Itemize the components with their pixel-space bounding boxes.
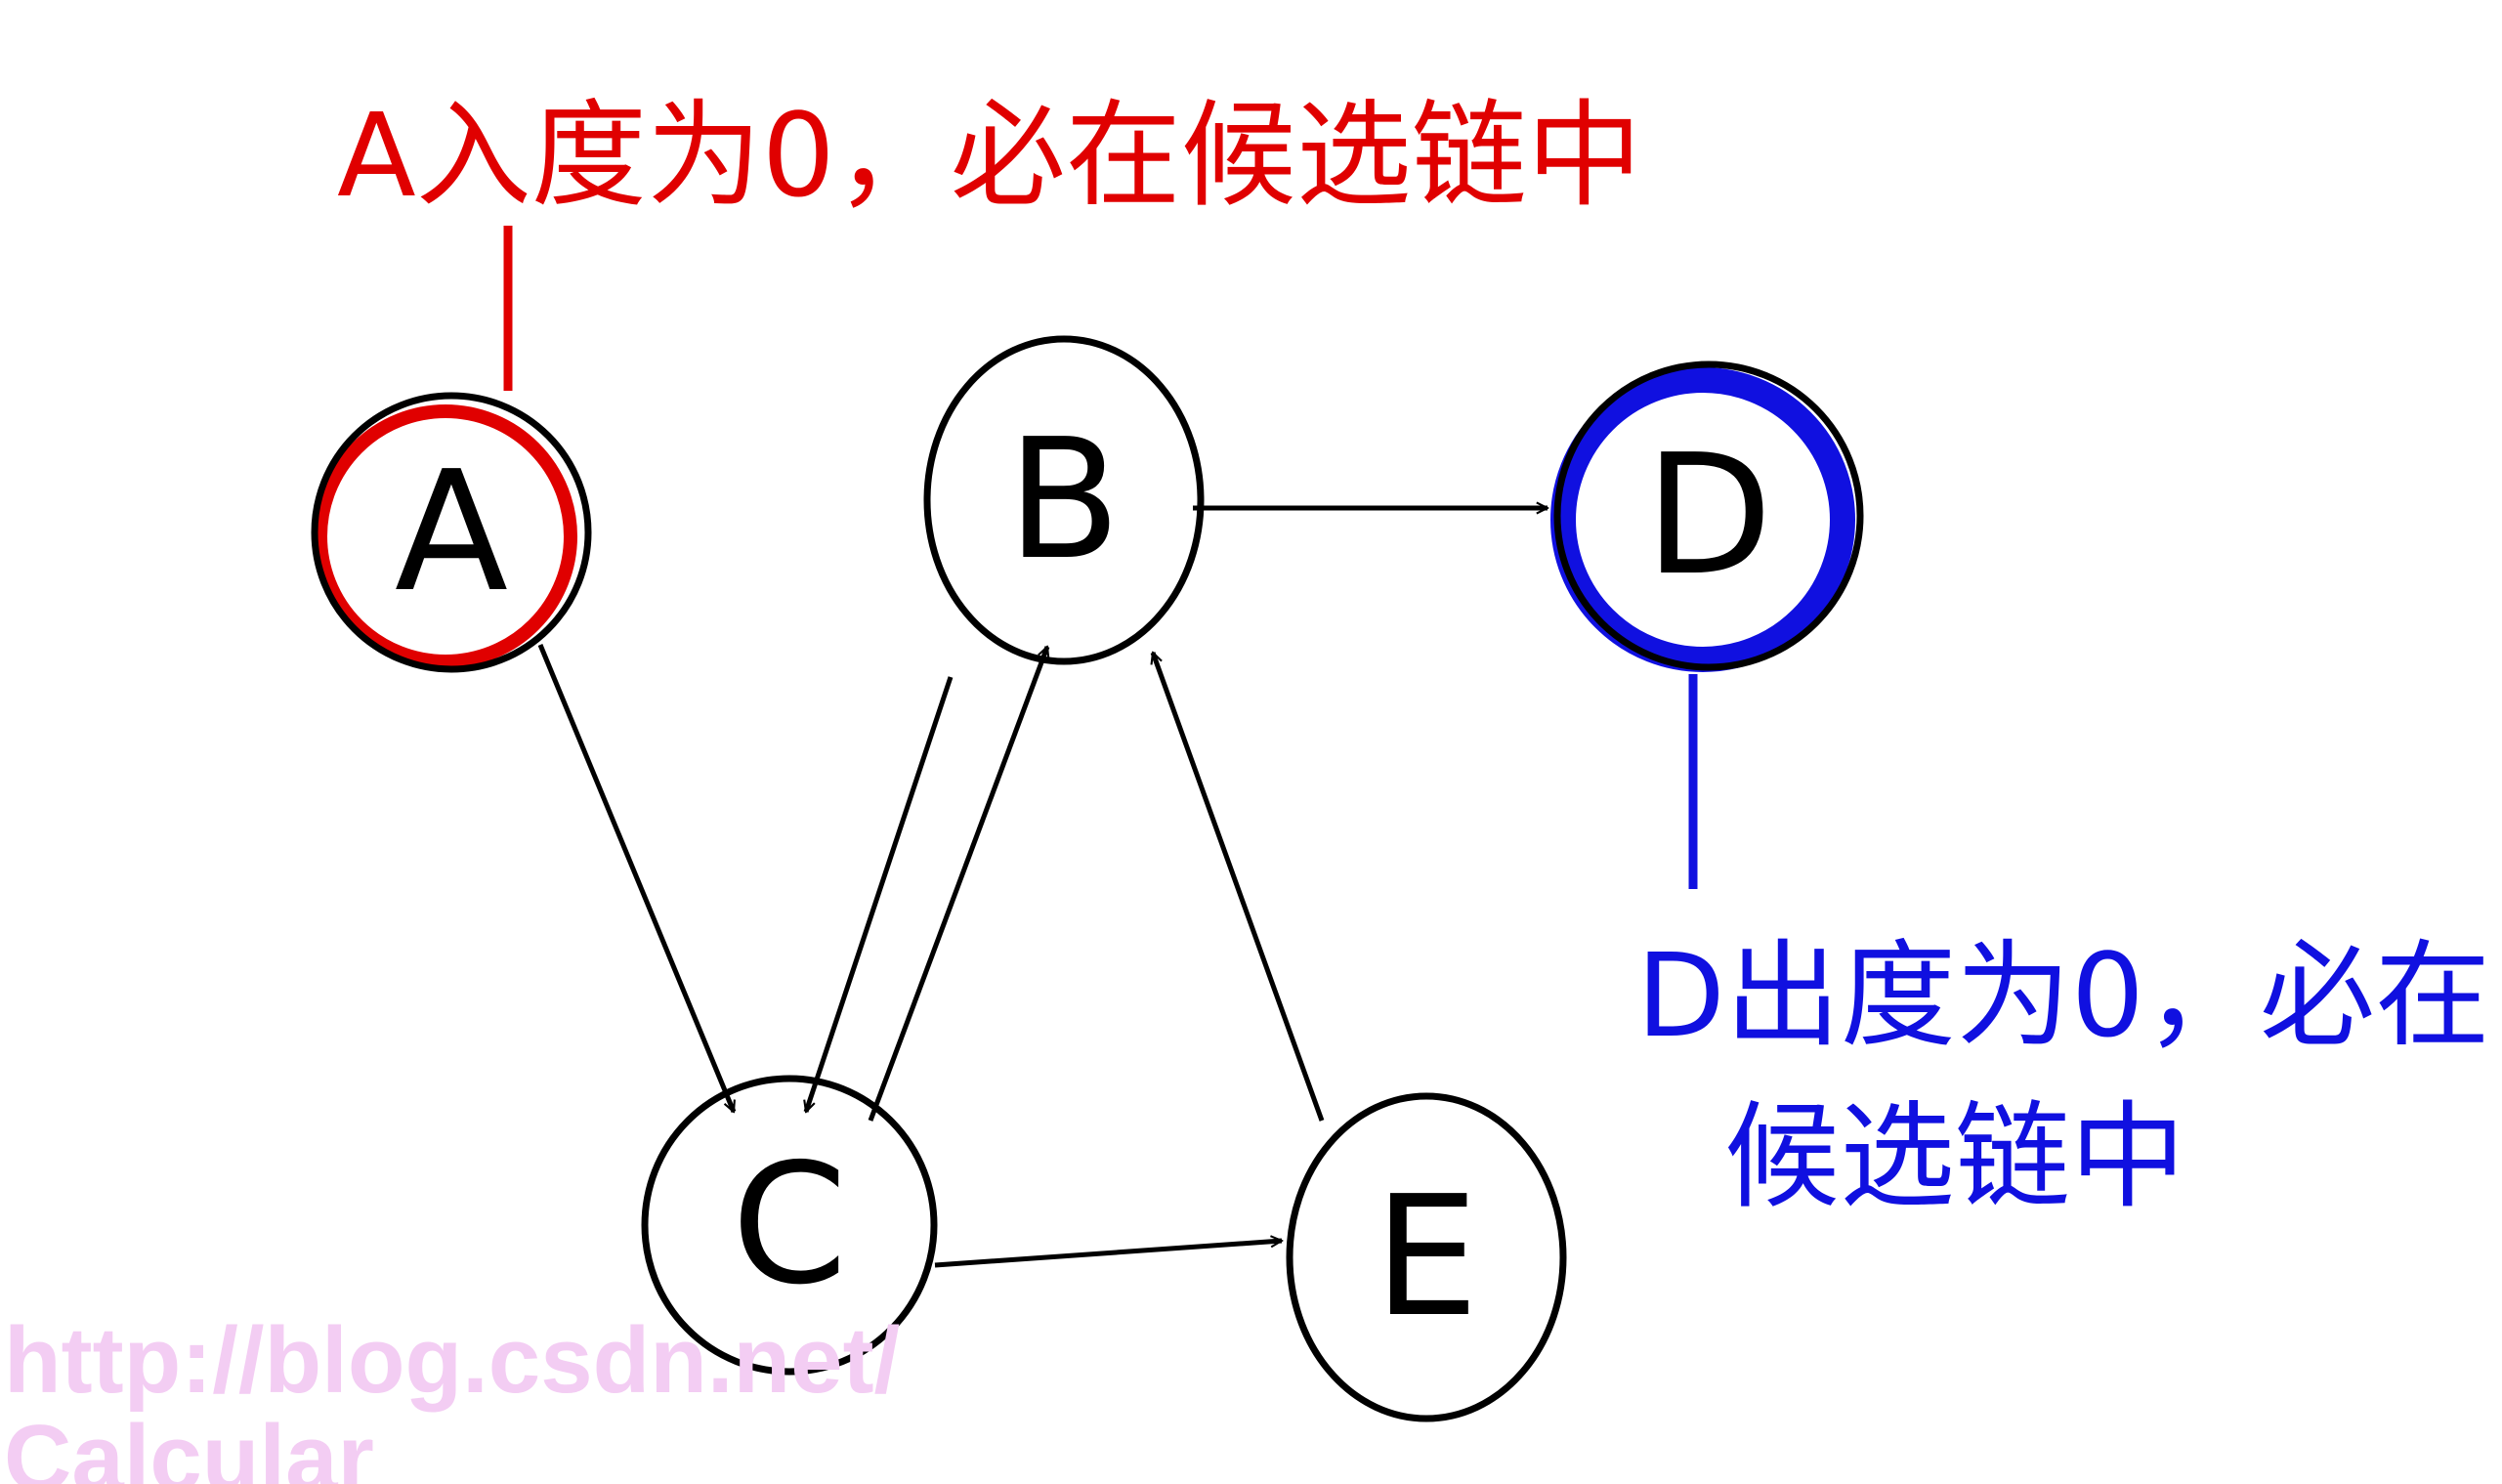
edge-b-to-c bbox=[806, 676, 954, 1112]
edge-c-to-b bbox=[868, 647, 1047, 1122]
node-circle bbox=[1553, 360, 1864, 671]
edge-e-to-b bbox=[1153, 653, 1325, 1122]
node-highlight-ring bbox=[314, 404, 577, 668]
d-annotation-line1: D出度为0，必在 bbox=[1636, 928, 2490, 1063]
node-circle bbox=[1286, 1092, 1567, 1422]
node-c: C bbox=[641, 1075, 938, 1376]
node-circle bbox=[641, 1075, 938, 1376]
edges bbox=[537, 508, 1548, 1268]
node-d: D bbox=[1550, 360, 1864, 672]
node-a: A bbox=[311, 392, 592, 673]
node-circle bbox=[311, 392, 592, 673]
edge-c-to-e bbox=[934, 1241, 1282, 1268]
d-annotation-line2: 候选链中 bbox=[1724, 1089, 2185, 1224]
node-label: D bbox=[1645, 419, 1773, 613]
edge-a-to-c bbox=[537, 644, 737, 1112]
node-circle bbox=[923, 335, 1205, 665]
node-highlight-ring bbox=[1550, 367, 1855, 672]
node-b: B bbox=[923, 335, 1205, 665]
node-e: E bbox=[1286, 1092, 1567, 1422]
a-annotation: A入度为0，必在候选链中 bbox=[337, 88, 1642, 223]
node-label: B bbox=[1007, 403, 1122, 597]
node-label: E bbox=[1374, 1161, 1478, 1354]
nodes: A B C D E bbox=[311, 335, 1864, 1422]
watermark-line2: Calcular bbox=[4, 1406, 374, 1484]
watermark-line1: http://blog.csdn.net/ bbox=[4, 1308, 900, 1413]
node-label: A bbox=[395, 436, 508, 629]
node-label: C bbox=[732, 1128, 848, 1322]
